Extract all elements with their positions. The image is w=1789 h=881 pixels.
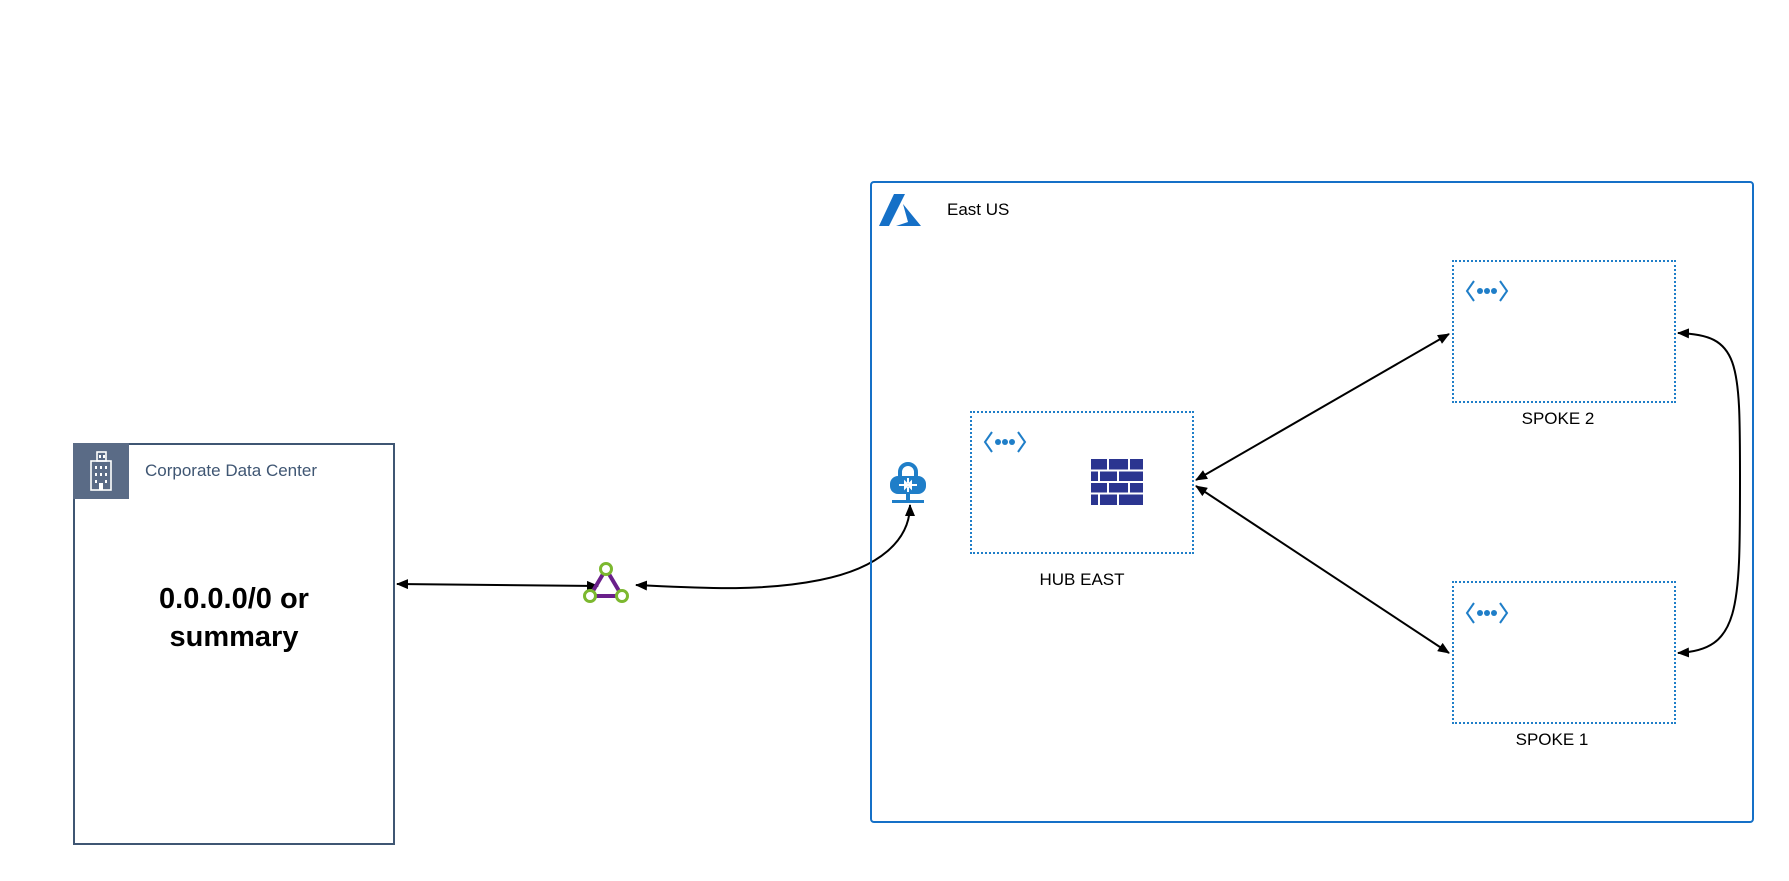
datacenter-summary: 0.0.0.0/0 or summary (73, 580, 395, 656)
summary-line-1: 0.0.0.0/0 or (159, 583, 309, 615)
datacenter-container[interactable] (73, 443, 395, 845)
spoke1-vnet-label: SPOKE 1 (1515, 730, 1589, 749)
connector-tunnel-to-gateway (635, 504, 915, 591)
spoke2-vnet-label: SPOKE 2 (1521, 409, 1595, 428)
hub-vnet-icon (983, 429, 1027, 455)
spoke2-vnet-icon (1465, 278, 1509, 304)
summary-line-2: summary (169, 621, 299, 653)
spoke1-vnet-container[interactable] (1452, 581, 1676, 724)
hub-vnet-container[interactable] (970, 411, 1194, 554)
hub-vnet-label: HUB EAST (1039, 570, 1125, 589)
firewall-icon[interactable] (1091, 459, 1143, 505)
region-container[interactable] (870, 181, 1754, 823)
connector-datacenter-to-tunnel (396, 579, 599, 591)
region-title: East US (947, 200, 1010, 219)
connector-spoke2-to-spoke1 (1677, 328, 1741, 658)
connector-hub-to-spoke1 (1195, 485, 1450, 654)
spoke1-vnet-icon (1465, 600, 1509, 626)
azure-logo-icon (878, 192, 922, 228)
vpn-connection-icon[interactable] (581, 562, 631, 604)
vpn-gateway-icon[interactable] (887, 462, 929, 506)
spoke2-vnet-container[interactable] (1452, 260, 1676, 403)
datacenter-title: Corporate Data Center (145, 461, 317, 480)
connector-hub-to-spoke2 (1195, 333, 1450, 481)
building-icon (73, 443, 129, 499)
